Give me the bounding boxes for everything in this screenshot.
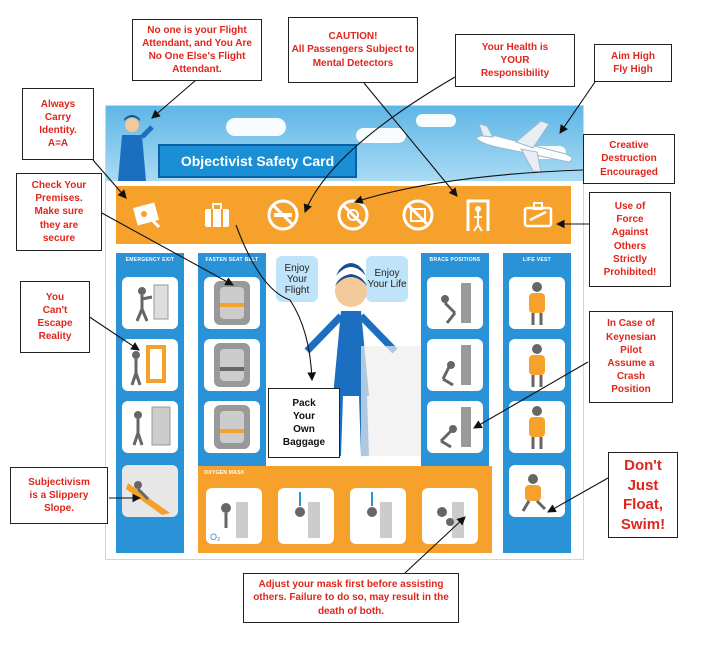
seat-belt-icon	[214, 405, 250, 449]
exit-tile-2	[122, 339, 178, 391]
no-electronics-icon	[336, 198, 370, 232]
no-smoking-icon	[266, 198, 300, 232]
note-flight-attendant: No one is your Flight Attendant, and You…	[132, 19, 262, 81]
oxygen-tile-3	[350, 488, 406, 544]
brace-tile-3	[427, 401, 483, 453]
note-subjectivism: Subjectivism is a Slippery Slope.	[10, 467, 108, 524]
oxygen-mask-icon: O₂	[210, 502, 248, 542]
life-vest-panel: LIFE VEST	[503, 253, 571, 553]
note-reality: You Can't Escape Reality	[20, 281, 90, 353]
swimming-icon	[521, 474, 547, 512]
note-caution: CAUTION! All Passengers Subject to Menta…	[288, 17, 418, 83]
metal-detector-icon	[461, 198, 495, 232]
note-aim-high: Aim High Fly High	[594, 44, 672, 82]
exit-person-icon	[135, 284, 169, 322]
oxygen-heading: OXYGEN MASK	[204, 470, 245, 476]
seat-belt-icon	[214, 343, 250, 387]
oxygen-mask-icon	[437, 502, 464, 538]
oxygen-tile-4	[422, 488, 478, 544]
flight-attendant-icon	[118, 115, 154, 181]
brace-position-icon	[441, 345, 471, 387]
oxygen-tile-1: O₂	[206, 488, 262, 544]
no-devices-icon	[401, 198, 435, 232]
exit-tile-3	[122, 401, 178, 453]
brace-heading: BRACE POSITIONS	[429, 257, 481, 263]
safety-card: Objectivist Safety Card EMERGENCY EXIT	[105, 105, 584, 560]
exit-open-icon	[132, 406, 171, 446]
note-identity: Always Carry Identity. A=A	[22, 88, 94, 160]
stewardess-icon	[304, 263, 398, 457]
suitcase-icon	[200, 198, 234, 232]
oxygen-tile-2	[278, 488, 334, 544]
no-weapons-luggage-icon	[521, 198, 555, 232]
brace-position-icon	[441, 283, 471, 324]
oxygen-mask-icon	[295, 492, 320, 538]
brace-tile-2	[427, 339, 483, 391]
seat-belt-icon	[214, 281, 250, 325]
card-title: Objectivist Safety Card	[158, 144, 357, 178]
belt-tile-3	[204, 401, 260, 453]
life-vest-heading: LIFE VEST	[523, 257, 551, 263]
note-health: Your Health is YOUR Responsibility	[455, 34, 575, 87]
id-card-icon	[130, 198, 164, 232]
rules-bar	[116, 186, 571, 244]
life-vest-icon	[529, 406, 545, 449]
note-mask: Adjust your mask first before assisting …	[243, 573, 459, 623]
bubble-enjoy-life: Enjoy Your Life	[366, 256, 408, 302]
life-vest-icon	[529, 344, 545, 387]
vest-tile-1	[509, 277, 565, 329]
life-vest-icon	[529, 282, 545, 325]
emergency-exit-panel: EMERGENCY EXIT	[116, 253, 184, 553]
note-swim: Don't Just Float, Swim!	[608, 452, 678, 538]
vest-tile-4	[509, 465, 565, 517]
oxygen-mask-icon	[367, 492, 392, 538]
brace-tile-1	[427, 277, 483, 329]
note-premises: Check Your Premises. Make sure they are …	[16, 173, 102, 251]
emergency-exit-heading: EMERGENCY EXIT	[125, 257, 175, 263]
note-baggage: Pack Your Own Baggage	[268, 388, 340, 458]
exit-door-icon	[130, 345, 166, 386]
cabin-seats-bg	[361, 346, 421, 456]
airplane-icon	[475, 120, 573, 173]
svg-text:O₂: O₂	[210, 532, 221, 542]
vest-tile-2	[509, 339, 565, 391]
brace-position-icon	[439, 407, 471, 449]
exit-tile-1	[122, 277, 178, 329]
note-creative-destruction: Creative Destruction Encouraged	[583, 134, 675, 184]
vest-tile-3	[509, 401, 565, 453]
note-use-of-force: Use of Force Against Others Strictly Pro…	[589, 192, 671, 287]
seat-belt-heading: FASTEN SEAT BELT	[205, 257, 259, 263]
slide-icon	[126, 481, 170, 515]
belt-tile-2	[204, 339, 260, 391]
oxygen-mask-panel: OXYGEN MASK O₂	[198, 466, 492, 553]
exit-tile-4	[122, 465, 178, 517]
note-keynesian: In Case of Keynesian Pilot Assume a Cras…	[589, 311, 673, 403]
belt-tile-1	[204, 277, 260, 329]
